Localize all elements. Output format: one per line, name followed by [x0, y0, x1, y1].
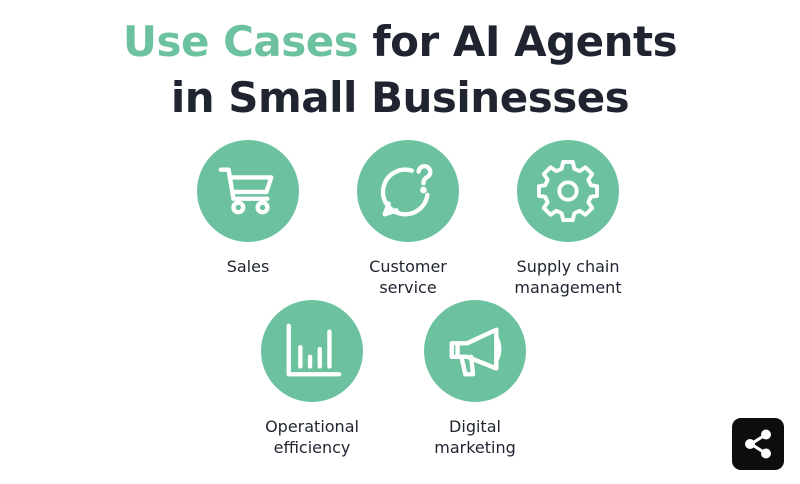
use-case-label: Operational efficiency — [265, 417, 359, 457]
shopping-cart-icon — [218, 167, 274, 215]
megaphone-icon — [449, 327, 502, 377]
use-case-label: Digital marketing — [434, 417, 516, 457]
use-case-digital-marketing: Digital marketing — [385, 300, 565, 458]
use-case-circle — [357, 140, 459, 242]
use-case-customer-service: Customer service — [318, 140, 498, 298]
title-line-1: Use Cases for AI Agents — [0, 14, 800, 70]
use-case-operational-efficiency: Operational efficiency — [222, 300, 402, 458]
use-case-label: Customer service — [369, 257, 447, 297]
gear-icon — [537, 160, 599, 222]
use-case-circle — [197, 140, 299, 242]
title-rest: for AI Agents — [358, 17, 678, 66]
use-case-supply-chain: Supply chain management — [478, 140, 658, 298]
title-accent: Use Cases — [122, 17, 359, 66]
share-button[interactable] — [732, 418, 784, 470]
use-case-circle — [424, 300, 526, 402]
bar-chart-icon — [286, 323, 342, 377]
use-case-circle — [261, 300, 363, 402]
chat-question-icon — [380, 164, 433, 217]
title-line-2: in Small Businesses — [170, 73, 630, 122]
page-title: Use Cases for AI Agents in Small Busines… — [0, 14, 800, 126]
use-case-circle — [517, 140, 619, 242]
share-icon — [745, 429, 771, 459]
use-case-sales: Sales — [158, 140, 338, 277]
use-case-label: Supply chain management — [514, 257, 622, 297]
use-case-label: Sales — [226, 257, 270, 276]
